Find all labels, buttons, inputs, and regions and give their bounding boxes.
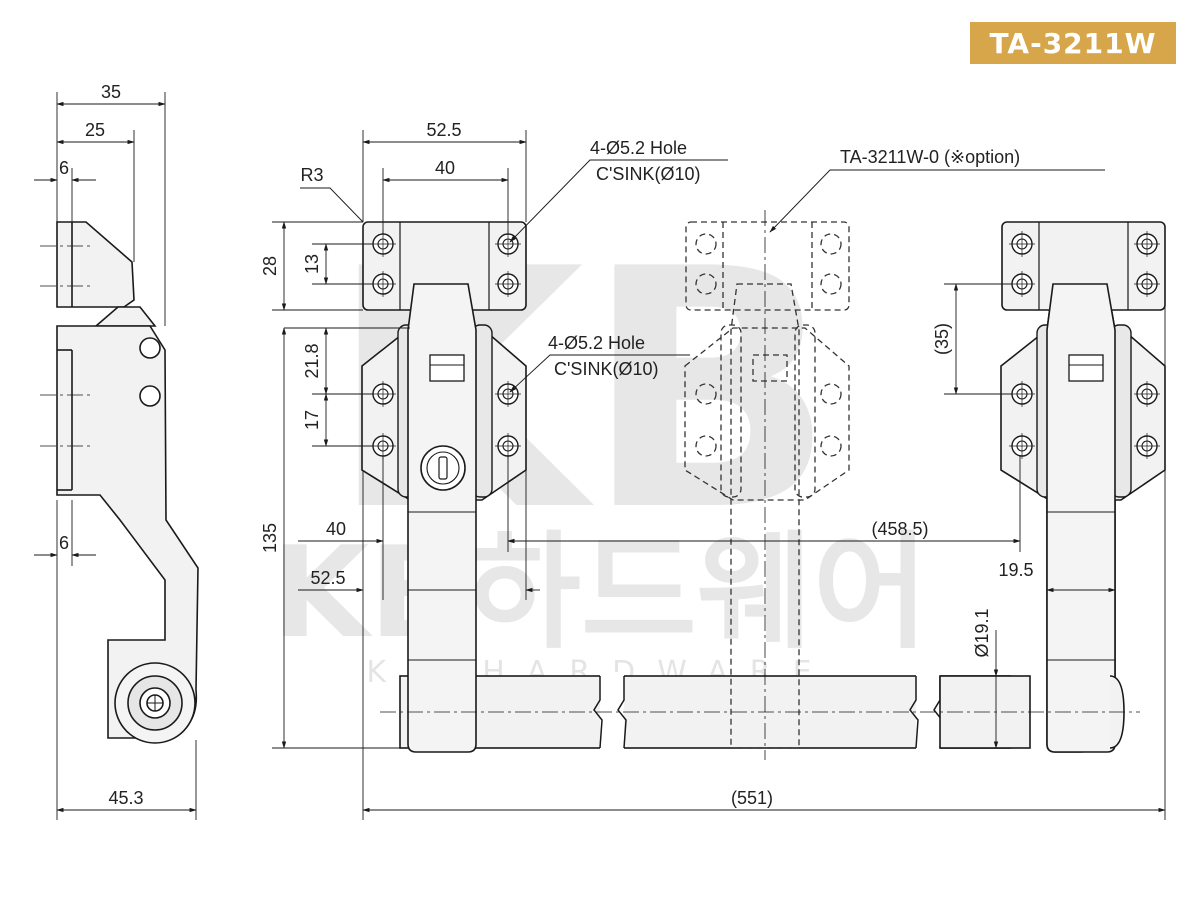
dim-hole-13: 13: [302, 254, 322, 274]
hole-notes: 4-Ø5.2 Hole C'SINK(Ø10) 4-Ø5.2 Hole C'SI…: [548, 138, 1020, 379]
latch-option: [684, 221, 850, 749]
latch-right: [1001, 222, 1165, 753]
dim-side-25: 25: [85, 120, 105, 140]
dim-side-6-bottom: 6: [59, 533, 69, 553]
dim-135: 135: [260, 523, 280, 553]
dim-side-45-3: 45.3: [108, 788, 143, 808]
dim-17: 17: [302, 410, 322, 430]
dim-hole-pitch-40: 40: [435, 158, 455, 178]
option-label: TA-3211W-0 (※option): [840, 147, 1020, 167]
model-badge: TA-3211W: [970, 22, 1176, 64]
side-view: [56, 221, 199, 744]
dim-bracket-52-5: 52.5: [426, 120, 461, 140]
dim-radius: R3: [300, 165, 323, 185]
dim-35-right: (35): [932, 323, 952, 355]
dim-21-8: 21.8: [302, 343, 322, 378]
dim-bar-dia: Ø19.1: [972, 608, 992, 657]
dim-458-5: (458.5): [871, 519, 928, 539]
dimension-lines: [34, 92, 1166, 820]
dim-side-6-top: 6: [59, 158, 69, 178]
lower-hole-note-1: 4-Ø5.2 Hole: [548, 333, 645, 353]
dim-side-35: 35: [101, 82, 121, 102]
dimension-labels: 35 25 6 6 45.3 52.5 40 R3 28 13 21.8 17 …: [59, 82, 1034, 808]
dim-551: (551): [731, 788, 773, 808]
dim-19-5: 19.5: [998, 560, 1033, 580]
dim-plate-52-5: 52.5: [310, 568, 345, 588]
watermark-brand: KB하드웨어: [271, 519, 928, 666]
dim-bracket-28: 28: [260, 256, 280, 276]
centerlines: [40, 210, 1140, 760]
upper-hole-note-1: 4-Ø5.2 Hole: [590, 138, 687, 158]
lower-hole-note-2: C'SINK(Ø10): [554, 359, 658, 379]
upper-hole-note-2: C'SINK(Ø10): [596, 164, 700, 184]
dim-plate-40: 40: [326, 519, 346, 539]
